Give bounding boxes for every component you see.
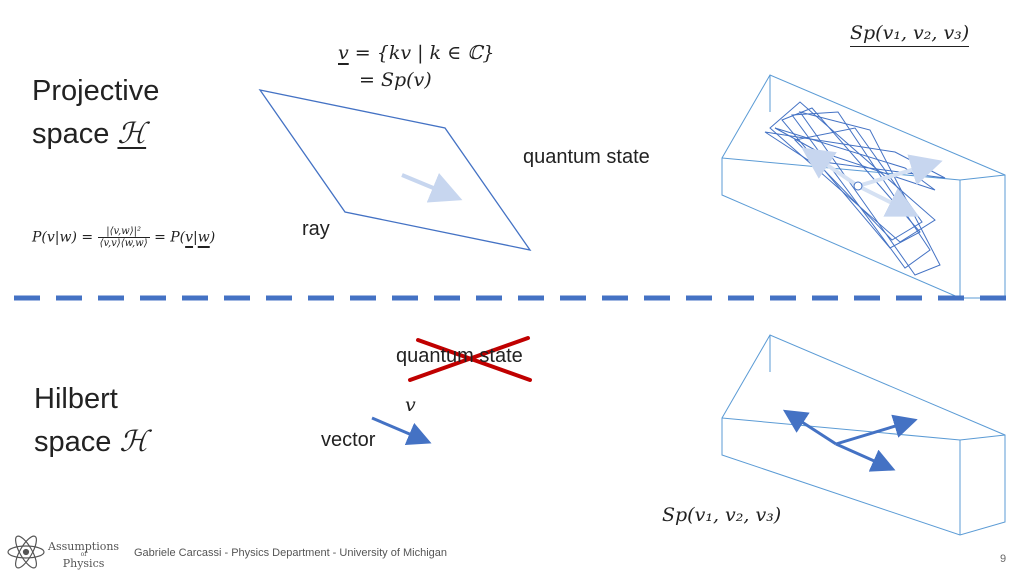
title-line-2: space ℋ: [34, 420, 148, 463]
formula-rhs-v: v: [185, 229, 194, 246]
ray-definition: v = {kv | k ∈ ℂ} = Sp(v): [338, 40, 494, 93]
projective-rays: [764, 101, 946, 276]
quantum-state-label: quantum state: [523, 146, 650, 168]
cross-out-mark: [408, 336, 532, 382]
hilbert-space-title: Hilbert space ℋ: [34, 378, 148, 463]
ray-definition-rhs: = {kv | k ∈ ℂ}: [354, 42, 495, 64]
ray-definition-line-1: v = {kv | k ∈ ℂ}: [338, 40, 494, 67]
projective-span-label: Sp(v₁, v₂, v₃): [850, 22, 970, 47]
hilbert-basis-vectors: [782, 409, 918, 472]
projective-span-box: [721, 74, 1006, 299]
crossed-quantum-state-label: quantum state: [396, 345, 523, 367]
footer-logo: Assumptions of Physics: [48, 541, 119, 569]
formula-lhs: P(v|w) =: [32, 229, 94, 246]
probability-formula: P(v|w) = |⟨v,w⟩|² ⟨v,v⟩⟨w,w⟩ = P(v|w): [32, 226, 215, 249]
title-word-space: space: [34, 426, 112, 459]
formula-numerator: |⟨v,w⟩|²: [97, 226, 150, 238]
logo-line-2: of: [80, 551, 87, 558]
vector-symbol: v: [405, 394, 416, 416]
logo-line-3: Physics: [62, 557, 105, 570]
formula-rhs-sep: |: [193, 229, 198, 246]
projective-ghost-arrows: [801, 147, 943, 217]
formula-rhs-suffix: ): [209, 229, 216, 246]
atom-logo-icon: [7, 535, 45, 569]
logo-line-1: Assumptions: [48, 540, 120, 553]
ray-label: ray: [302, 218, 330, 240]
hilbert-symbol: ℋ: [119, 424, 149, 459]
formula-rhs-w: w: [197, 229, 210, 246]
page-number: 9: [1000, 553, 1007, 565]
hilbert-span-box: [721, 334, 1006, 536]
ray-symbol-v: v: [338, 42, 349, 64]
ray-plane: [258, 89, 532, 251]
ray-definition-line-2: = Sp(v): [359, 68, 432, 91]
title-line-2: space ℋ: [32, 112, 159, 155]
projective-space-title: Projective space ℋ: [32, 70, 159, 155]
hilbert-span-label: Sp(v₁, v₂, v₃): [662, 504, 782, 526]
title-word-space: space: [32, 118, 110, 151]
footer-credit: Gabriele Carcassi - Physics Department -…: [134, 547, 447, 559]
vector-arrow: [371, 416, 432, 445]
hilbert-symbol: ℋ: [117, 116, 147, 151]
title-line-1: Projective: [32, 75, 160, 107]
formula-denominator: ⟨v,v⟩⟨w,w⟩: [99, 238, 148, 249]
title-line-1: Hilbert: [34, 383, 118, 415]
formula-fraction: |⟨v,w⟩|² ⟨v,v⟩⟨w,w⟩: [97, 226, 150, 249]
formula-rhs-prefix: = P(: [154, 229, 186, 246]
vector-label: vector: [321, 429, 376, 451]
